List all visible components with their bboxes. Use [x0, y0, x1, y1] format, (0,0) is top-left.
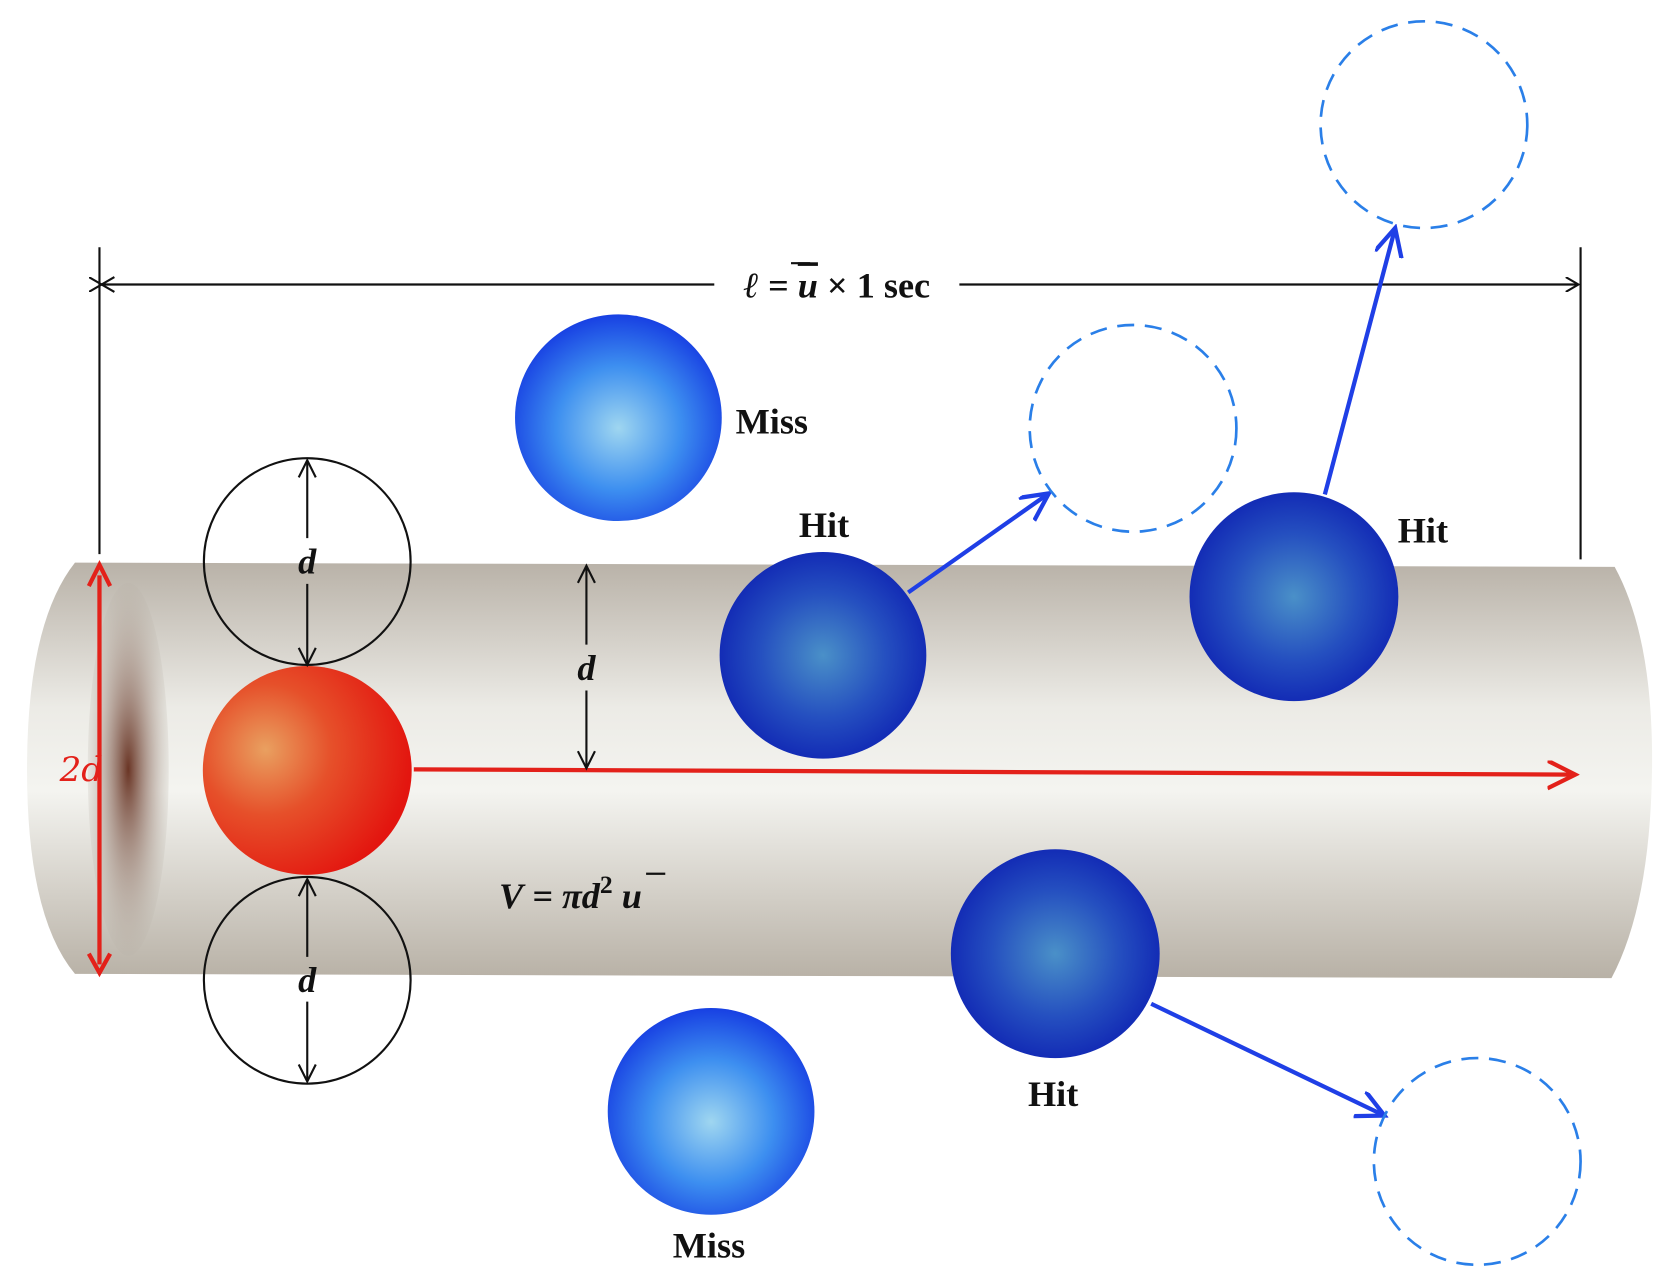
svg-text:d: d: [298, 541, 317, 581]
label-hit-2: Hit: [1398, 510, 1448, 550]
scatter-arrow-2: [1322, 228, 1395, 495]
svg-text:d: d: [577, 648, 596, 688]
molecule-hit-2: [1189, 492, 1399, 702]
label-miss-bottom: Miss: [673, 1225, 745, 1265]
molecule-miss-top: [515, 314, 722, 522]
diameter-arrow-top: d: [297, 457, 317, 668]
diameter-arrow-bottom: d: [297, 876, 317, 1084]
cylinder-end-cap: [87, 582, 169, 956]
diameter-arrow-middle: d: [576, 563, 596, 771]
label-hit-1: Hit: [799, 505, 849, 545]
molecule-hit-1: [719, 551, 927, 759]
dashed-final-position-3: [1372, 1056, 1582, 1267]
molecule-hit-3: [950, 849, 1160, 1059]
label-hit-3: Hit: [1028, 1074, 1078, 1114]
dashed-final-position-2: [1319, 19, 1529, 230]
red-path-arrow: [413, 769, 1575, 774]
length-formula: ℓ = u × 1 sec: [744, 265, 931, 305]
moving-molecule: [202, 665, 412, 875]
scatter-arrow-3: [1150, 1001, 1384, 1116]
volume-formula: V = πd2 u: [499, 861, 642, 916]
scatter-arrow-1: [906, 493, 1049, 595]
length-dimension: ℓ = u × 1 sec: [99, 247, 1582, 560]
dashed-final-position-1: [1028, 323, 1238, 534]
svg-text:d: d: [298, 960, 317, 1000]
label-2d: 2d: [59, 750, 104, 790]
label-miss-top: Miss: [736, 402, 808, 442]
cylinder-diameter-dimension: 2d: [59, 559, 113, 978]
molecule-miss-bottom: [607, 1008, 815, 1215]
